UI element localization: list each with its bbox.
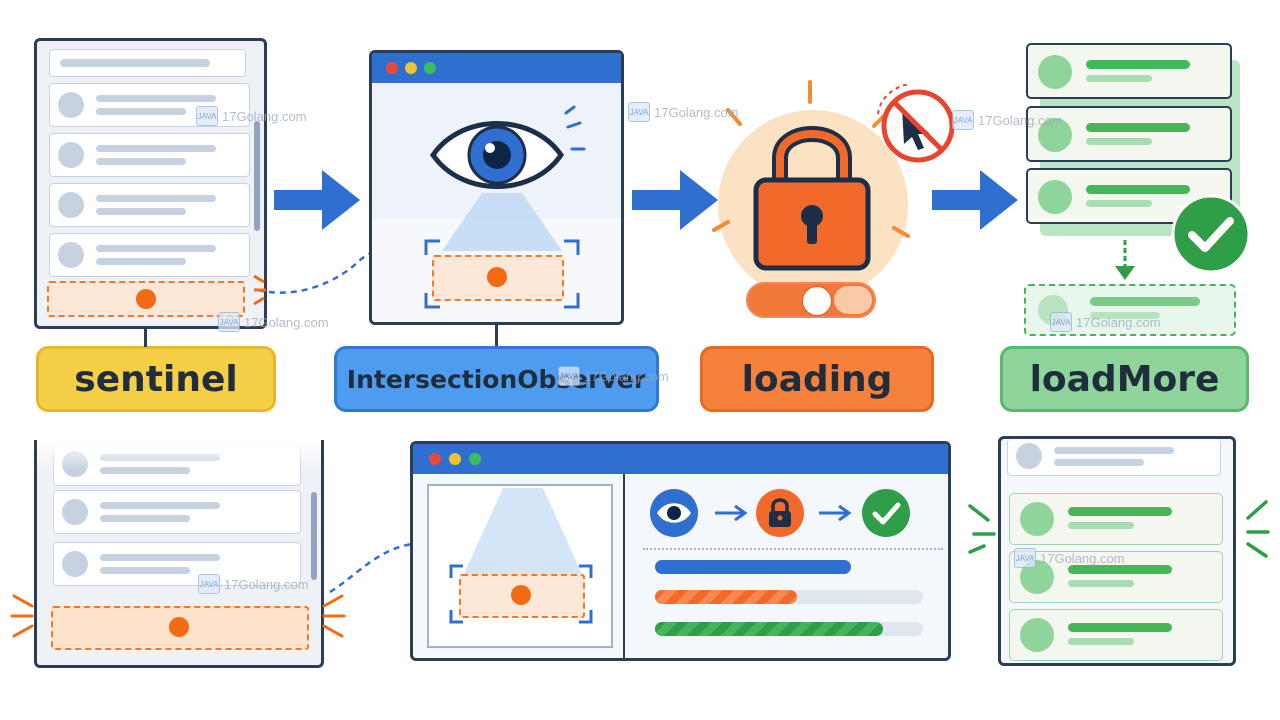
dashed-connector: [253, 240, 423, 306]
loaded-card: [1026, 106, 1232, 162]
site-logo-icon: JAVA: [558, 366, 580, 386]
flow-arrow-icon: [632, 170, 718, 230]
progress-bar-loading: [655, 590, 797, 604]
scrollbar[interactable]: [254, 121, 260, 231]
list-item: [49, 133, 250, 177]
site-logo-icon: JAVA: [952, 110, 974, 130]
sentinel-label: sentinel: [36, 346, 276, 412]
arrow-right-icon: [819, 504, 852, 522]
site-logo-icon: JAVA: [628, 102, 650, 122]
observer-label: IntersectionObserver: [334, 346, 659, 412]
toggle-track-right: [834, 286, 872, 314]
connector-line: [495, 325, 498, 347]
eye-rays: [564, 105, 586, 151]
alert-rays: [10, 594, 34, 638]
scrollbar[interactable]: [311, 492, 317, 580]
lock-icon: [756, 489, 804, 537]
observed-sentinel: [459, 574, 585, 618]
sentinel-list-panel: [34, 38, 267, 329]
check-circle-icon: [862, 489, 910, 537]
flow-arrow-icon: [932, 170, 1018, 230]
list-item: [1007, 439, 1221, 476]
target-frame: [424, 239, 580, 309]
dashed-connector: [329, 542, 413, 594]
toggle-knob: [802, 286, 832, 316]
loaded-card: [1009, 551, 1223, 603]
fade-top: [37, 440, 321, 470]
minimize-dot-icon[interactable]: [449, 453, 461, 465]
site-logo-icon: JAVA: [218, 312, 240, 332]
down-arrow-icon: [1115, 240, 1135, 280]
appended-list-panel: [998, 436, 1236, 666]
list-item: [49, 233, 250, 277]
no-click-icon: [877, 84, 955, 163]
pane-divider: [623, 474, 625, 658]
list-item: [53, 542, 301, 586]
observed-sentinel: [432, 255, 564, 301]
close-dot-icon[interactable]: [386, 62, 398, 74]
site-logo-icon: JAVA: [1050, 312, 1072, 332]
close-dot-icon[interactable]: [429, 453, 441, 465]
list-item: [49, 83, 250, 127]
observer-window: [369, 50, 624, 325]
loaded-card: [1009, 493, 1223, 545]
window-titlebar: [413, 444, 948, 474]
connector-line: [144, 329, 147, 347]
progress-bar-observe: [655, 560, 851, 574]
site-logo-icon: JAVA: [196, 106, 218, 126]
loaded-card: [1026, 43, 1232, 99]
loading-label: loading: [700, 346, 934, 412]
scrolled-list-panel: [34, 440, 324, 668]
site-logo-icon: JAVA: [198, 574, 220, 594]
loaded-card: [1009, 609, 1223, 661]
lock-icon: [753, 126, 871, 271]
list-item: [49, 183, 250, 227]
dotted-separator: [643, 548, 943, 550]
maximize-dot-icon[interactable]: [469, 453, 481, 465]
check-circle-icon: [1171, 194, 1251, 274]
dashboard-window: [410, 441, 951, 661]
loadmore-label: loadMore: [1000, 346, 1249, 412]
view-beam: [442, 193, 562, 251]
sentinel-element: [47, 281, 245, 317]
success-rays: [1246, 500, 1270, 558]
sentinel-element: [51, 606, 309, 650]
alert-rays: [322, 594, 346, 638]
minimize-dot-icon[interactable]: [405, 62, 417, 74]
flow-arrow-icon: [274, 170, 360, 230]
site-logo-icon: JAVA: [1014, 548, 1036, 568]
success-rays: [968, 504, 996, 554]
progress-bar-loaded: [655, 622, 883, 636]
eye-icon: [650, 489, 698, 537]
view-beam: [463, 488, 583, 576]
loading-toggle[interactable]: [746, 282, 876, 318]
list-item: [53, 490, 301, 534]
maximize-dot-icon[interactable]: [424, 62, 436, 74]
target-frame: [449, 564, 593, 624]
list-header-bar: [49, 49, 246, 77]
arrow-right-icon: [715, 504, 748, 522]
eye-icon: [429, 121, 565, 189]
